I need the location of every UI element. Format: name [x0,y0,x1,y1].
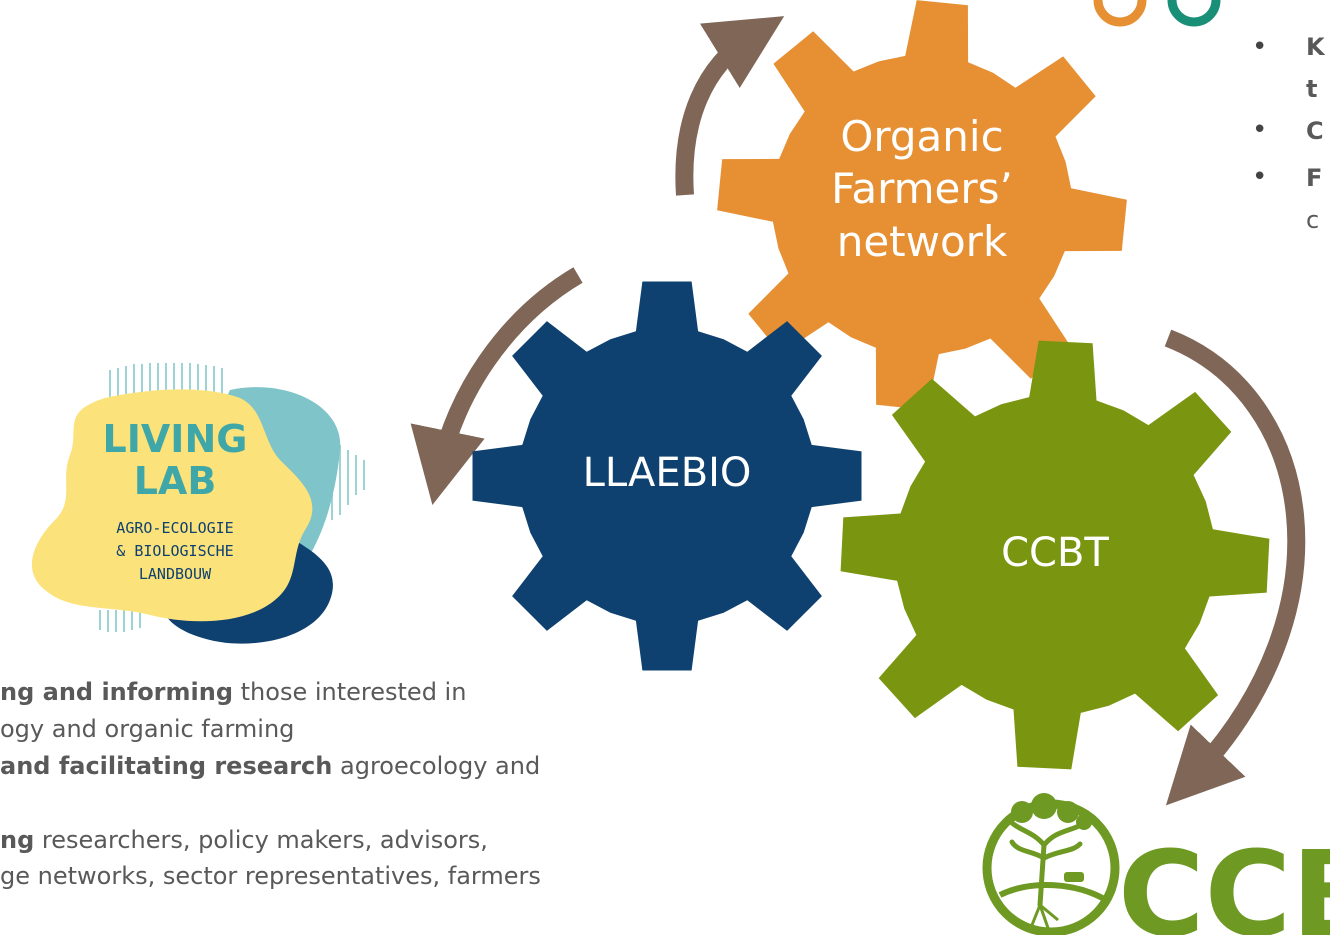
desc-line-1: ng and informing those interested in [0,678,466,706]
living-lab-logo-line3: AGRO-ECOLOGIE [116,519,233,537]
right-bullet-1-text: K [1306,33,1325,61]
organic-gear-label-line1: Organic [840,112,1003,161]
right-bullet-3-dot: • [1252,162,1268,192]
living-lab-logo-line2: LAB [134,459,217,503]
desc-line-3: and facilitating research agroecology an… [0,752,540,780]
partial-logo-top-right [1093,0,1221,27]
right-bullet-2-dot: • [1252,115,1268,145]
living-lab-logo-line1: LIVING [103,417,248,461]
desc-line-4-rest: researchers, policy makers, advisors, [34,826,488,854]
ccbt-logo: CCB [982,793,1330,935]
living-lab-logo-line5: LANDBOUW [139,565,212,583]
ccbt-gear-label: CCBT [1001,530,1109,576]
right-bullet-1-dot: • [1252,32,1268,62]
organic-farmers-gear [717,0,1127,410]
desc-line-4: ng researchers, policy makers, advisors, [0,826,488,854]
llaebio-gear-label: LLAEBIO [583,450,752,496]
right-bullet-3-cont: c [1306,206,1320,234]
ccbt-logo-text: CCB [1118,825,1330,935]
desc-line-3-rest: agroecology and [332,752,541,780]
desc-line-2: ogy and organic farming [0,715,295,743]
desc-line-1-rest: those interested in [233,678,467,706]
organic-gear-label-line3: network [837,217,1008,266]
desc-line-4-bold: ng [0,826,35,854]
right-bullet-1-cont: t [1306,75,1318,103]
llaebio-gear [472,281,862,671]
arrow-right [1164,329,1306,806]
right-bullet-3-text: F [1306,164,1323,192]
right-bullet-2-text: C [1306,117,1324,145]
ccbt-gear [840,340,1270,770]
desc-line-3-bold: and facilitating research [0,752,333,780]
living-lab-logo-line4: & BIOLOGISCHE [116,542,233,560]
living-lab-logo: LIVING LAB AGRO-ECOLOGIE & BIOLOGISCHE L… [31,363,365,644]
desc-line-1-bold: ng and informing [0,678,234,706]
arrow-top [675,16,785,196]
arrow-left [410,267,583,506]
desc-line-5: ge networks, sector representatives, far… [0,862,541,890]
organic-gear-label-line2: Farmers’ [831,164,1013,213]
